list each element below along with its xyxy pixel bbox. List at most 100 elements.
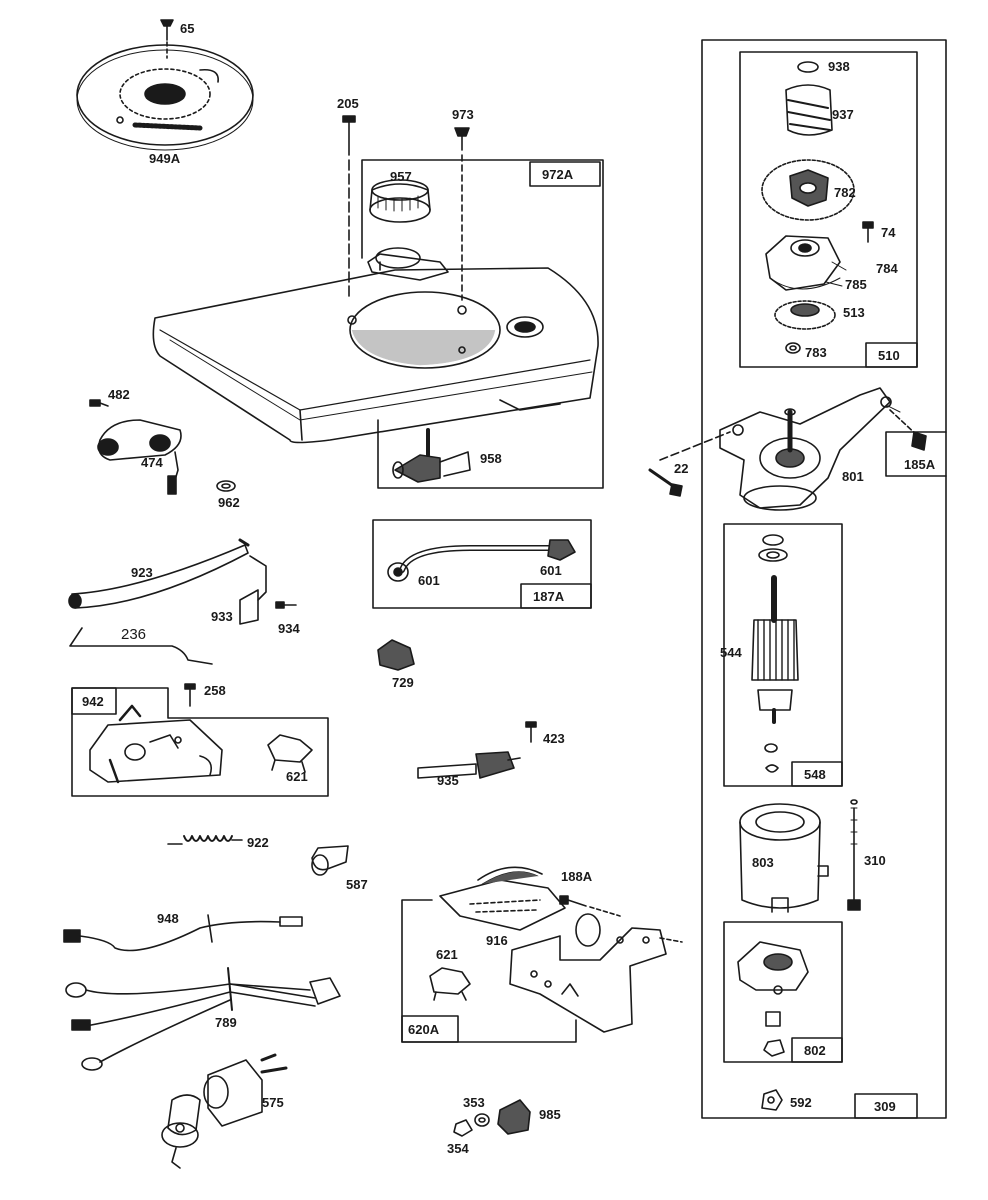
label-934: 934 xyxy=(278,621,300,636)
part-801-starter-bracket xyxy=(719,387,892,511)
label-236: 236 xyxy=(121,626,147,643)
part-587-clip xyxy=(311,845,349,876)
label-923: 923 xyxy=(131,565,153,580)
part-985-connector xyxy=(497,1099,531,1135)
part-962-washer xyxy=(216,480,236,492)
part-548-armature xyxy=(751,534,799,773)
label-973: 973 xyxy=(452,107,474,122)
label-958: 958 xyxy=(480,451,502,466)
group-box-309 xyxy=(701,39,947,1119)
label-258: 258 xyxy=(204,683,226,698)
label-205: 205 xyxy=(337,96,359,111)
part-513-gear xyxy=(774,300,836,330)
box-label-187A: 187A xyxy=(533,589,565,604)
part-423-screw xyxy=(525,721,537,743)
part-802-end-cap xyxy=(737,941,809,1057)
label-575: 575 xyxy=(262,1095,284,1110)
label-783: 783 xyxy=(805,345,827,360)
box-label-185A: 185A xyxy=(904,457,936,472)
label-601-left: 601 xyxy=(418,573,440,588)
label-354: 354 xyxy=(447,1141,469,1156)
part-65-screw xyxy=(160,19,174,59)
part-188A-screw xyxy=(559,895,621,917)
part-973-screw xyxy=(454,127,470,301)
group-box-620A xyxy=(401,899,577,1043)
part-353-354-washers xyxy=(453,1113,490,1137)
label-601-right: 601 xyxy=(540,563,562,578)
label-948: 948 xyxy=(157,911,179,926)
label-962: 962 xyxy=(218,495,240,510)
part-205-bolt xyxy=(342,115,356,301)
group-box-802 xyxy=(723,921,843,1063)
group-box-942 xyxy=(71,687,329,797)
label-785: 785 xyxy=(845,277,867,292)
part-74-screw xyxy=(862,221,874,243)
label-482: 482 xyxy=(108,387,130,402)
label-784: 784 xyxy=(876,261,898,276)
label-353: 353 xyxy=(463,1095,485,1110)
part-592-nut xyxy=(761,1089,783,1111)
label-949A: 949A xyxy=(149,151,181,166)
label-188A: 188A xyxy=(561,869,593,884)
box-label-510: 510 xyxy=(878,348,900,363)
part-916-bracket xyxy=(439,866,683,1033)
label-621-a: 621 xyxy=(286,769,308,784)
part-935-switch xyxy=(417,751,521,779)
part-621-clip-a xyxy=(267,734,313,773)
box-label-972A: 972A xyxy=(542,167,574,182)
box-label-620A: 620A xyxy=(408,1022,440,1037)
part-934-screw xyxy=(275,601,297,609)
label-937: 937 xyxy=(832,107,854,122)
part-923-lever xyxy=(68,538,250,609)
box-label-548: 548 xyxy=(804,767,826,782)
label-985: 985 xyxy=(539,1107,561,1122)
part-729-clip xyxy=(377,639,415,671)
part-938-ring xyxy=(797,61,819,73)
label-729: 729 xyxy=(392,675,414,690)
part-575-keyswitch xyxy=(161,1053,288,1169)
label-65: 65 xyxy=(180,21,195,36)
label-922: 922 xyxy=(247,835,269,850)
part-782-gear xyxy=(761,159,855,221)
label-782: 782 xyxy=(834,185,856,200)
group-box-510 xyxy=(739,51,918,368)
group-box-187A xyxy=(372,519,592,609)
part-185A-screw xyxy=(889,409,927,451)
label-938: 938 xyxy=(828,59,850,74)
part-942-control xyxy=(89,704,223,784)
leader-lines xyxy=(825,261,901,413)
label-310: 310 xyxy=(864,853,886,868)
part-783-nut xyxy=(785,342,801,354)
part-474-switch xyxy=(89,399,182,495)
part-784-housing xyxy=(765,235,841,291)
label-803: 803 xyxy=(752,855,774,870)
label-621-b: 621 xyxy=(436,947,458,962)
part-236-link xyxy=(69,627,213,665)
label-957: 957 xyxy=(390,169,412,184)
box-label-942: 942 xyxy=(82,694,104,709)
label-423: 423 xyxy=(543,731,565,746)
part-803-motor-housing xyxy=(739,803,829,913)
label-916: 916 xyxy=(486,933,508,948)
label-935: 935 xyxy=(437,773,459,788)
label-592: 592 xyxy=(790,1095,812,1110)
label-801: 801 xyxy=(842,469,864,484)
label-544: 544 xyxy=(720,645,742,660)
part-789-harness xyxy=(65,967,341,1071)
label-789: 789 xyxy=(215,1015,237,1030)
label-474: 474 xyxy=(141,455,163,470)
box-label-802: 802 xyxy=(804,1043,826,1058)
part-957-cap xyxy=(369,179,431,223)
label-587: 587 xyxy=(346,877,368,892)
part-937-pinion xyxy=(785,84,833,136)
part-958-valve xyxy=(392,428,471,483)
label-933: 933 xyxy=(211,609,233,624)
label-74: 74 xyxy=(881,225,896,240)
part-922-spring xyxy=(167,835,243,845)
part-22-screw xyxy=(648,431,731,497)
part-601-hose xyxy=(387,539,576,582)
label-513: 513 xyxy=(843,305,865,320)
group-box-972A xyxy=(361,159,604,489)
